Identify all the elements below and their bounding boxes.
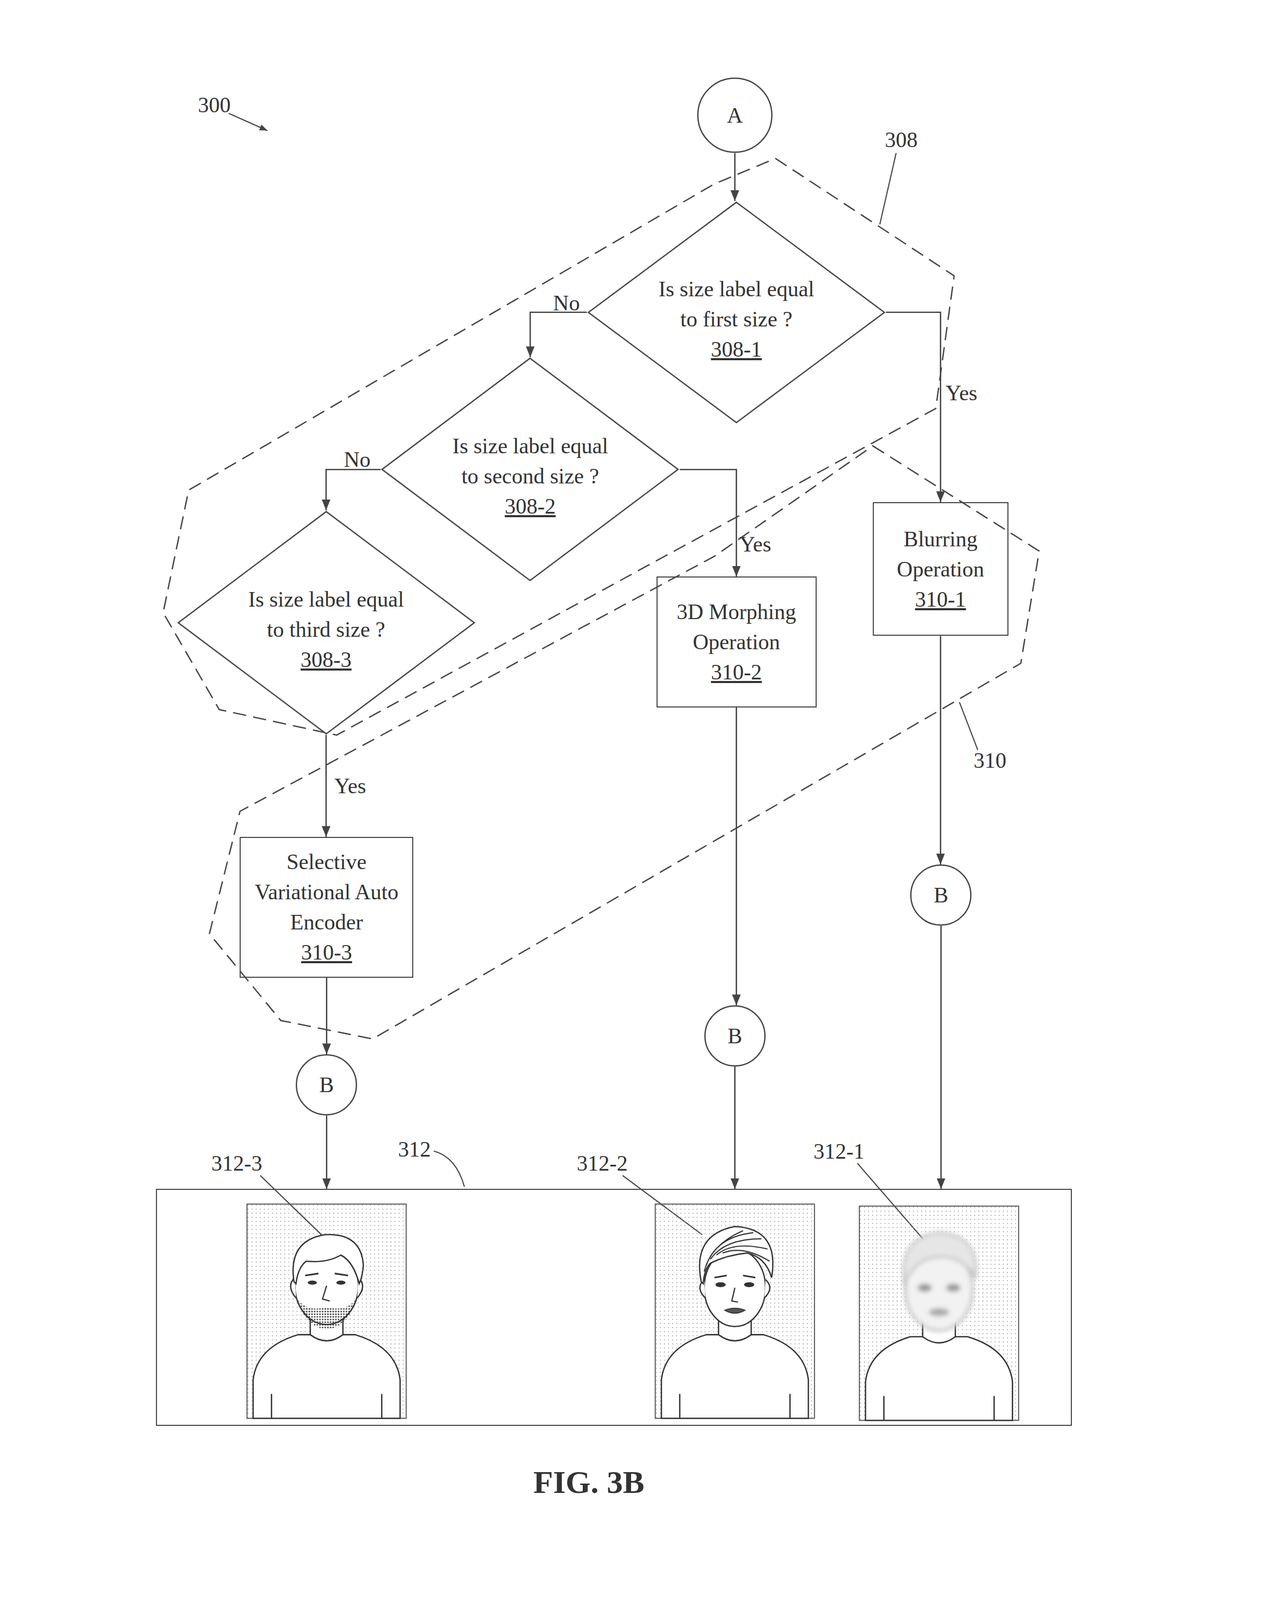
figure-arrow <box>228 113 268 131</box>
node-text: Selective Variational Auto Encoder <box>244 846 409 938</box>
diamond-outline <box>588 202 885 423</box>
node-text: Blurring Operation <box>877 523 1004 585</box>
circle-outline <box>697 78 772 153</box>
flow-arrow <box>325 1115 328 1189</box>
callout-number: 312-1 <box>813 1138 865 1165</box>
dashed-group: 310 Blurring Operation310-1 3D Morphing Op… <box>204 440 1044 1043</box>
dashed-group: 308Is size label equal to first size ?30… <box>158 153 960 741</box>
figure-caption: FIG. 3B <box>533 1463 645 1501</box>
decision-diamond: Is size label equal to second size ?308-… <box>380 357 680 582</box>
face-illustration <box>655 1203 815 1419</box>
circle-outline <box>296 1054 357 1115</box>
circle-outline <box>704 1005 765 1066</box>
edge-label: Yes <box>334 772 366 799</box>
flow-arrow <box>325 735 327 837</box>
flow-arrow <box>939 635 942 865</box>
node-text: Is size label equal to second size ? <box>452 430 609 492</box>
flow-arrow <box>530 312 587 358</box>
edge-label: No <box>344 446 371 473</box>
flow-arrow <box>679 469 737 577</box>
node-text: B <box>933 880 949 911</box>
flow-arrow <box>733 1066 736 1190</box>
callout-number: 300 <box>198 92 231 118</box>
decision-diamond: Is size label equal to first size ?308-1 <box>586 201 886 424</box>
flow-arrow <box>735 707 738 1006</box>
callout-number: 308-1 <box>711 334 763 365</box>
callout-number: 310-1 <box>914 584 966 615</box>
connector-circle: B <box>295 1054 358 1116</box>
process-box: 3D Morphing Operation310-2 <box>656 576 817 707</box>
node-text: Is size label equal to third size ? <box>247 584 404 645</box>
diamond-outline <box>382 358 679 581</box>
dashed-outline <box>209 446 1040 1040</box>
callout-number: 310-2 <box>711 657 763 688</box>
edge-label: Yes <box>739 531 771 558</box>
connector-circle: A <box>697 77 773 153</box>
process-box: Selective Variational Auto Encoder310-3 <box>239 836 414 978</box>
callout-number: 308-3 <box>300 644 352 675</box>
output-panel: 312 <box>155 1188 1072 1426</box>
flow-arrow <box>885 312 941 503</box>
edge-label: Yes <box>945 379 978 406</box>
dashed-outline <box>163 158 955 735</box>
edge-label: No <box>553 290 580 317</box>
node-text: 3D Morphing Operation <box>661 596 812 658</box>
decision-diamond: Is size label equal to third size ?308-3 <box>176 510 476 736</box>
circle-outline <box>911 864 972 925</box>
face-illustration <box>859 1205 1019 1421</box>
callout-number: 310 <box>973 745 1007 776</box>
leader-line <box>433 1150 465 1187</box>
flow-arrow <box>733 153 736 202</box>
flow-arrow <box>940 925 942 1190</box>
callout-number: 310-3 <box>300 937 352 968</box>
callout-number: 312-3 <box>211 1150 263 1177</box>
callout-number: 312 <box>398 1134 431 1165</box>
flow-arrow <box>325 469 381 511</box>
callout-number: 308 <box>884 124 918 155</box>
leader-line <box>880 152 897 225</box>
callout-number: 312-2 <box>576 1150 628 1177</box>
node-text: A <box>727 100 743 131</box>
face-illustration <box>246 1203 406 1419</box>
leader-line <box>959 702 978 751</box>
connector-circle: B <box>704 1005 766 1067</box>
node-text: B <box>319 1069 334 1100</box>
process-box: Blurring Operation310-1 <box>872 502 1009 636</box>
node-text: B <box>727 1020 743 1052</box>
diamond-outline <box>178 511 475 734</box>
connector-circle: B <box>910 864 972 926</box>
node-text: Is size label equal to first size ? <box>658 273 815 335</box>
callout-number: 308-2 <box>504 491 556 522</box>
flow-arrow <box>325 977 328 1055</box>
